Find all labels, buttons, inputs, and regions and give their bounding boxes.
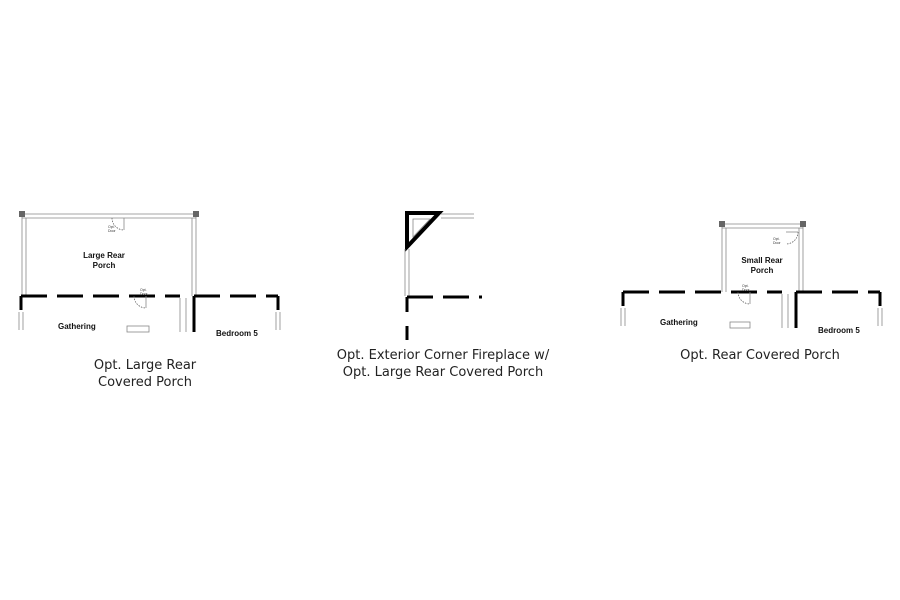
opt-door-swing — [737, 291, 751, 305]
room-label-gathering: Gathering — [58, 322, 96, 331]
caption-large-rear-porch: Opt. Large Rear Covered Porch — [93, 358, 197, 390]
fireplace-hearth — [729, 321, 751, 329]
room-label-gathering: Gathering — [660, 318, 698, 327]
opt-door-swing — [133, 295, 147, 309]
plan-corner-fireplace — [404, 211, 482, 340]
caption-corner-fireplace: Opt. Exterior Corner Fireplace w/ Opt. L… — [336, 348, 550, 380]
opt-door-swing — [111, 217, 125, 231]
opt-door-label: Opt.Door — [773, 237, 781, 245]
corner-fireplace — [405, 211, 444, 253]
porch-post — [800, 221, 806, 227]
porch-post — [193, 211, 199, 217]
opt-door-label: Opt.Door — [108, 225, 116, 233]
porch-post — [19, 211, 25, 217]
opt-door-swing — [785, 231, 799, 245]
porch-outline — [721, 223, 804, 292]
room-label-bedroom: Bedroom 5 — [216, 329, 258, 338]
porch-post — [719, 221, 725, 227]
opt-door-label: Opt.Door — [140, 288, 148, 296]
opt-door-label: Opt.Door — [742, 284, 750, 292]
room-label-bedroom: Bedroom 5 — [818, 326, 860, 335]
porch-outline — [21, 213, 197, 296]
fireplace-hearth — [126, 325, 150, 333]
caption-rear-covered-porch: Opt. Rear Covered Porch — [680, 348, 840, 363]
